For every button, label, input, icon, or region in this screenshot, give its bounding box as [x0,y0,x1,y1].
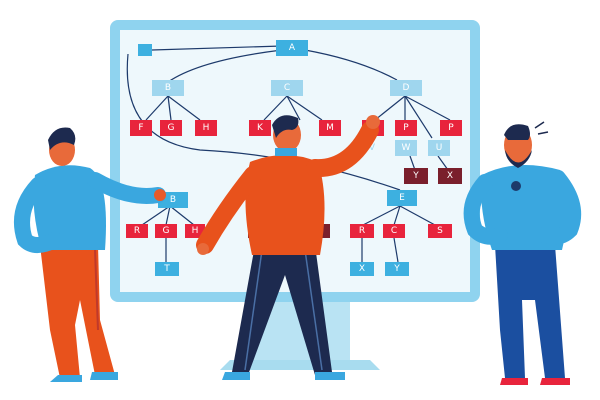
node-V: V [369,143,376,153]
node-A: A [276,40,308,56]
node-R-2: R [350,224,374,238]
svg-text:G: G [163,226,170,236]
shirt-button [511,181,521,191]
svg-text:V: V [369,143,376,153]
node-P-1: P [395,120,417,136]
center-right-hand [366,115,380,129]
node-F: F [130,120,152,136]
node-C-2: C [383,224,405,238]
svg-text:T: T [163,264,170,274]
svg-text:E: E [399,193,405,203]
node-X-1: X [438,168,462,184]
svg-text:X: X [359,264,365,274]
node-K: K [249,120,271,136]
node-Y-1: Y [404,168,428,184]
svg-text:X: X [447,171,453,181]
svg-text:G: G [168,123,175,133]
svg-text:K: K [257,123,264,133]
svg-text:A: A [289,43,296,53]
node-Y-2: Y [385,262,409,276]
node-D: D [390,80,422,96]
svg-text:P: P [403,123,409,133]
svg-text:D: D [403,83,410,93]
person-left [14,127,166,382]
svg-text:H: H [192,226,199,236]
tree-nodes: A B C D F G H K M P P V W U Y X B R G H … [126,40,462,276]
center-left-hand [197,243,209,255]
svg-text:B: B [170,195,176,205]
svg-text:U: U [436,143,443,153]
svg-text:H: H [203,123,210,133]
svg-text:P: P [448,123,454,133]
svg-text:B: B [165,83,171,93]
svg-text:S: S [437,226,443,236]
svg-text:Y: Y [393,264,400,274]
svg-text:W: W [402,143,411,153]
left-hand [154,189,166,201]
node-small-box [138,44,152,56]
node-G: G [160,120,182,136]
node-P-2: P [440,120,462,136]
node-H-2: H [185,224,205,238]
node-S: S [428,224,452,238]
svg-text:C: C [284,83,290,93]
node-E: E [387,190,417,206]
svg-text:M: M [326,123,334,133]
svg-text:R: R [134,226,140,236]
node-W: W [395,140,417,156]
tree-edges [126,45,451,263]
node-G-2: G [155,224,177,238]
svg-text:Y: Y [412,171,419,181]
node-M: M [319,120,341,136]
person-center [196,115,380,380]
svg-text:R: R [359,226,365,236]
node-C: C [271,80,303,96]
node-U: U [428,140,450,156]
person-right [463,121,581,385]
node-T: T [155,262,179,276]
monitor-stand-base [220,360,380,370]
node-X-2: X [350,262,374,276]
svg-text:F: F [138,123,143,133]
svg-text:C: C [391,226,397,236]
node-B: B [152,80,184,96]
node-R-1: R [126,224,148,238]
node-H: H [195,120,217,136]
